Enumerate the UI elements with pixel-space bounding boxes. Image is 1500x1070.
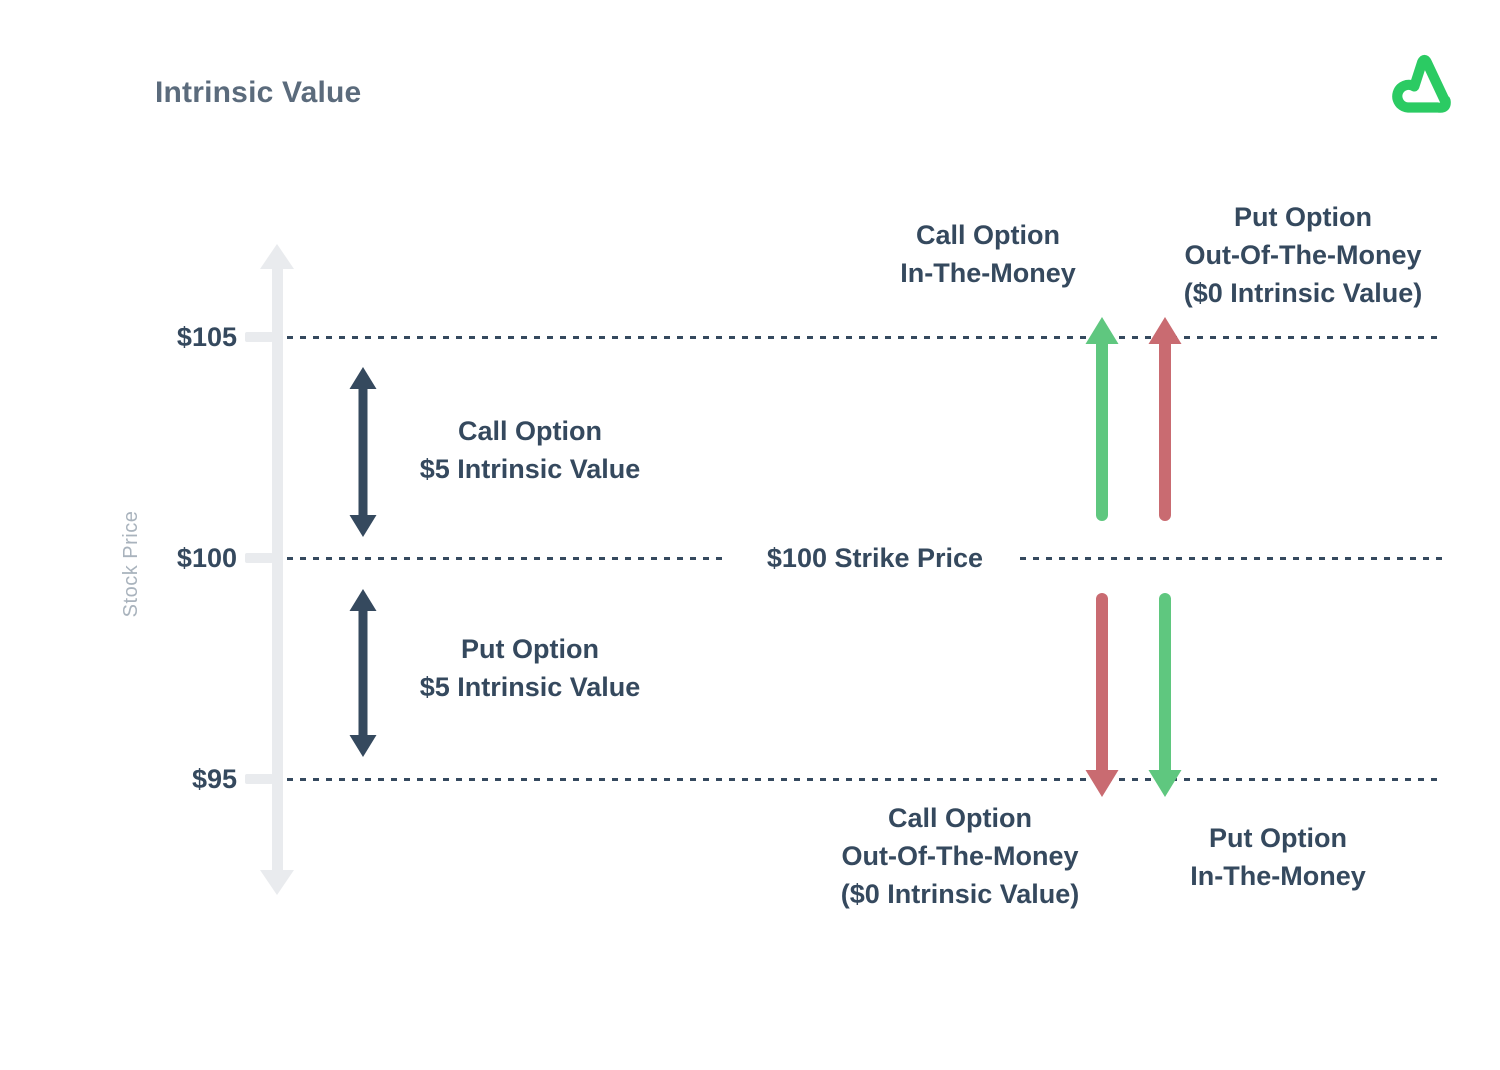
put-itm-line1: Put Option (1209, 823, 1347, 853)
call-itm-label: Call Option In-The-Money (838, 216, 1138, 292)
price-label-105: $105 (176, 322, 237, 352)
call-itm-line1: Call Option (916, 220, 1060, 250)
call-otm-down-arrow (1085, 593, 1119, 797)
call-intrinsic-line2: $5 Intrinsic Value (419, 454, 641, 484)
call-otm-line3: ($0 Intrinsic Value) (840, 879, 1080, 909)
put-otm-line1: Put Option (1234, 202, 1372, 232)
axis-tick-95 (245, 774, 273, 784)
brand-logo-icon (1392, 55, 1451, 113)
put-otm-line2: Out-Of-The-Money (1184, 240, 1422, 270)
axis-tick-105 (245, 332, 273, 342)
put-intrinsic-label: Put Option $5 Intrinsic Value (395, 630, 665, 706)
put-itm-label: Put Option In-The-Money (1128, 819, 1428, 895)
price-label-95: $95 (191, 764, 237, 794)
call-intrinsic-range-arrow (349, 367, 377, 537)
axis-arrow-down-icon (260, 870, 294, 895)
call-otm-line1: Call Option (888, 803, 1032, 833)
call-itm-line2: In-The-Money (900, 258, 1076, 288)
put-otm-line3: ($0 Intrinsic Value) (1183, 278, 1423, 308)
call-intrinsic-label: Call Option $5 Intrinsic Value (395, 412, 665, 488)
strike-line-right-segment (1020, 557, 1445, 560)
put-intrinsic-line2: $5 Intrinsic Value (419, 672, 641, 702)
axis-tick-100 (245, 553, 273, 563)
price-line-105 (287, 336, 1444, 339)
stock-price-axis (272, 266, 283, 872)
call-itm-up-arrow (1085, 317, 1119, 521)
axis-arrow-up-icon (260, 244, 294, 269)
put-intrinsic-range-arrow (349, 589, 377, 757)
put-otm-up-arrow (1148, 317, 1182, 521)
put-otm-label: Put Option Out-Of-The-Money ($0 Intrinsi… (1147, 198, 1459, 312)
strike-price-label: $100 Strike Price (766, 543, 984, 573)
call-otm-label: Call Option Out-Of-The-Money ($0 Intrins… (810, 799, 1110, 913)
put-itm-down-arrow (1148, 593, 1182, 797)
price-line-95 (287, 778, 1444, 781)
call-intrinsic-line1: Call Option (458, 416, 602, 446)
price-label-100: $100 (176, 543, 237, 573)
call-otm-line2: Out-Of-The-Money (841, 841, 1079, 871)
strike-line-left-segment (287, 557, 727, 560)
put-intrinsic-line1: Put Option (461, 634, 599, 664)
page-title: Intrinsic Value (155, 76, 362, 109)
put-itm-line2: In-The-Money (1190, 861, 1366, 891)
